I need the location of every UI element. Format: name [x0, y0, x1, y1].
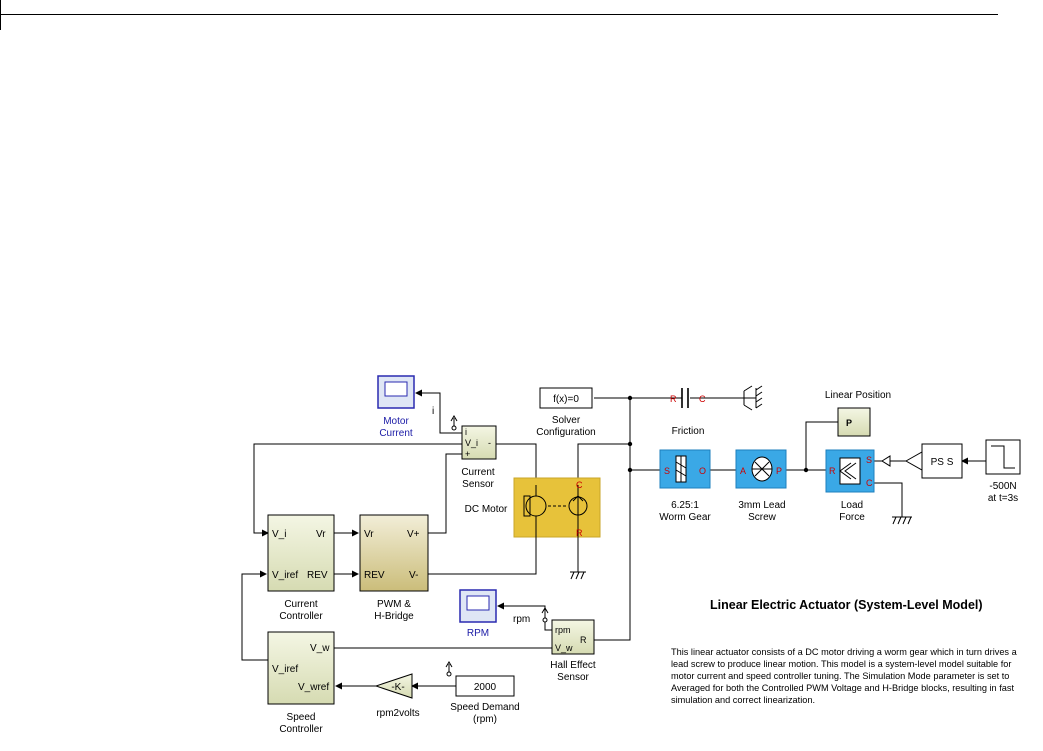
rotational-reference-icon: [570, 566, 586, 580]
solver-text: f(x)=0: [553, 394, 579, 405]
hall-port-r: R: [580, 635, 587, 645]
rpm2volts-gain-block[interactable]: -K-: [374, 673, 413, 699]
pwm-h-bridge-block[interactable]: Vr V+ REV V-: [359, 514, 429, 592]
force-reference-icon: [892, 516, 912, 525]
rpm-scope[interactable]: [459, 589, 497, 623]
pwm-port-vminus: V-: [409, 570, 418, 581]
current-sensor-port-i: i: [465, 427, 467, 437]
dc-motor-block[interactable]: C R: [513, 477, 601, 538]
friction-block[interactable]: R C: [666, 388, 710, 408]
friction-label: Friction: [672, 426, 705, 437]
rpm-scope-label: RPM: [467, 628, 489, 639]
motor-port-c: C: [576, 480, 583, 490]
dc-motor-label: DC Motor: [465, 504, 508, 515]
hall-effect-sensor-block[interactable]: rpm V_w R: [551, 619, 595, 655]
motor-port-r: R: [576, 528, 583, 538]
worm-gear-port-o: O: [699, 466, 706, 476]
pwm-label: PWM &H-Bridge: [374, 599, 414, 622]
sc-port-vw: V_w: [310, 643, 330, 654]
speed-controller-block[interactable]: V_w V_iref V_wref: [267, 631, 335, 705]
sc-port-viref: V_iref: [272, 664, 298, 675]
gain-text: -K-: [391, 682, 404, 693]
friction-port-c: C: [699, 394, 706, 404]
speed-demand-probe-icon: [445, 661, 453, 677]
rpm-signal-label: rpm: [513, 614, 530, 625]
worm-gear-port-s: S: [664, 466, 670, 476]
friction-port-r: R: [670, 394, 677, 404]
linear-position-port: P: [846, 418, 852, 428]
step-source-block[interactable]: [985, 439, 1021, 475]
wire-junctions: [627, 395, 809, 473]
sc-port-vwref: V_wref: [298, 682, 329, 693]
speed-demand-block[interactable]: 2000: [455, 675, 515, 697]
ps-s-text: PS S: [931, 457, 954, 468]
i-probe-icon: [450, 415, 458, 431]
cc-port-vr: Vr: [316, 529, 326, 540]
model-title: Linear Electric Actuator (System-Level M…: [710, 598, 983, 612]
worm-gear-block[interactable]: S O: [659, 449, 711, 489]
cc-port-viref: V_iref: [272, 570, 298, 581]
signal-wires: [241, 389, 986, 690]
pwm-port-rev: REV: [364, 570, 385, 581]
lead-screw-port-a: A: [740, 466, 746, 476]
page-top-border: [0, 0, 998, 15]
linear-position-label: Linear Position: [825, 390, 891, 401]
speed-demand-label: Speed Demand(rpm): [450, 702, 520, 725]
speed-demand-value: 2000: [474, 682, 497, 693]
i-signal-label: i: [432, 406, 434, 417]
cc-port-vi: V_i: [272, 529, 286, 540]
model-description: This linear actuator consists of a DC mo…: [671, 647, 1017, 705]
current-sensor-block[interactable]: i V_i + -: [461, 425, 497, 460]
hall-port-rpm: rpm: [555, 625, 571, 635]
load-force-port-s: S: [866, 455, 872, 465]
gain-label: rpm2volts: [376, 708, 419, 719]
solver-configuration-block[interactable]: f(x)=0: [539, 387, 593, 409]
load-force-block[interactable]: R S C: [825, 449, 875, 493]
rpm-probe-icon: [541, 607, 549, 623]
linear-position-block[interactable]: P: [837, 407, 871, 437]
pwm-port-vr: Vr: [364, 529, 374, 540]
lead-screw-port-p: P: [776, 466, 782, 476]
pwm-port-vplus: V+: [407, 529, 420, 540]
hall-port-vw: V_w: [555, 643, 573, 653]
mechanical-reference-icon: [736, 385, 763, 411]
current-sensor-port-plus: +: [465, 449, 470, 459]
ps-s-converter-block[interactable]: PS S: [881, 443, 963, 479]
load-force-port-c: C: [866, 478, 873, 488]
current-sensor-port-minus: -: [488, 438, 491, 448]
page-left-border: [0, 0, 1, 30]
cc-port-rev: REV: [307, 570, 328, 581]
lead-screw-block[interactable]: A P: [735, 449, 787, 489]
load-force-port-r: R: [829, 466, 836, 476]
current-controller-block[interactable]: V_i Vr V_iref REV: [267, 514, 335, 592]
current-sensor-port-vi: V_i: [465, 438, 478, 448]
